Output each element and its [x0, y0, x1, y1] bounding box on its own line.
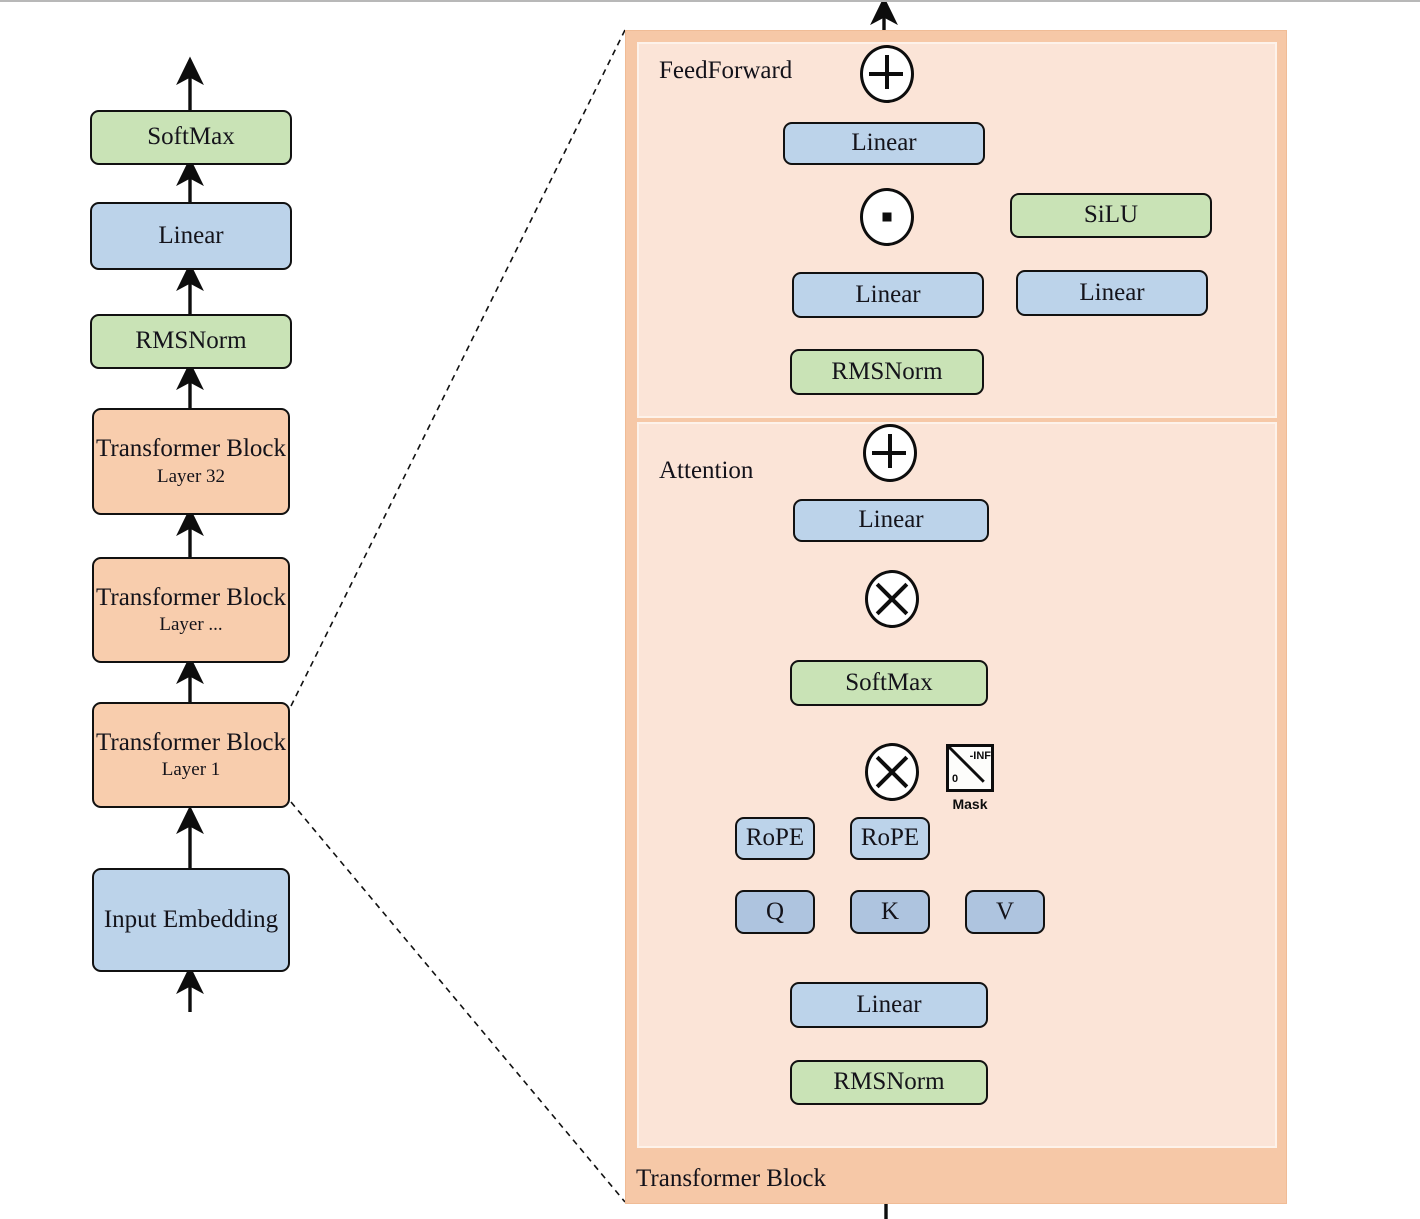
attention-add-operator[interactable]: [863, 424, 917, 482]
attention-k[interactable]: K: [850, 890, 930, 934]
feedforward-multiply-operator[interactable]: [860, 188, 914, 246]
dot-icon: [882, 212, 892, 222]
attention-mask[interactable]: -INF 0 Mask: [946, 744, 994, 812]
plus-icon: [872, 451, 906, 455]
feedforward-gate-linear[interactable]: Linear: [792, 272, 984, 318]
node-label: V: [995, 897, 1015, 925]
left-node-transformer-block-layer-32[interactable]: Transformer Block Layer 32: [92, 408, 290, 515]
node-sublabel: Layer 32: [156, 465, 226, 487]
mask-box-icon: -INF 0: [946, 744, 994, 792]
left-node-transformer-block-layer-1[interactable]: Transformer Block Layer 1: [92, 702, 290, 808]
left-node-softmax[interactable]: SoftMax: [90, 110, 292, 165]
mask-label: Mask: [952, 796, 988, 812]
left-node-linear[interactable]: Linear: [90, 202, 292, 270]
transformer-block-caption: Transformer Block: [636, 1165, 827, 1192]
node-label: RMSNorm: [831, 357, 943, 385]
attention-v[interactable]: V: [965, 890, 1045, 934]
feedforward-add-operator[interactable]: [860, 45, 914, 103]
node-label: RoPE: [745, 824, 805, 852]
node-label: SoftMax: [147, 123, 235, 151]
node-label: SoftMax: [845, 668, 933, 696]
node-sublabel: Layer ...: [159, 614, 223, 636]
left-node-rmsnorm[interactable]: RMSNorm: [90, 314, 292, 369]
node-label: Transformer Block: [95, 728, 287, 756]
attention-title: Attention: [659, 457, 754, 484]
plus-icon: [869, 72, 903, 76]
attention-qkv-linear[interactable]: Linear: [790, 982, 988, 1028]
node-label: Q: [765, 897, 785, 925]
node-label: Linear: [858, 506, 924, 534]
node-label: Transformer Block: [95, 435, 287, 463]
attention-output-linear[interactable]: Linear: [793, 499, 989, 542]
node-label: RMSNorm: [135, 327, 247, 355]
left-node-input-embedding[interactable]: Input Embedding: [92, 868, 290, 972]
attention-rmsnorm[interactable]: RMSNorm: [790, 1060, 988, 1105]
feedforward-up-linear[interactable]: Linear: [1016, 270, 1208, 316]
node-label: Linear: [158, 221, 224, 249]
feedforward-rmsnorm[interactable]: RMSNorm: [790, 349, 984, 395]
mask-upper-value: -INF: [969, 750, 991, 762]
attention-q[interactable]: Q: [735, 890, 815, 934]
node-label: Input Embedding: [103, 905, 279, 933]
node-label: RMSNorm: [833, 1068, 945, 1096]
node-label: RoPE: [860, 824, 920, 852]
mask-lower-value: 0: [952, 773, 959, 785]
node-sublabel: Layer 1: [161, 759, 221, 781]
feedforward-output-linear[interactable]: Linear: [783, 122, 985, 165]
node-label: Linear: [856, 990, 922, 1018]
attention-softmax[interactable]: SoftMax: [790, 660, 988, 706]
node-label: Transformer Block: [95, 583, 287, 611]
feedforward-silu[interactable]: SiLU: [1010, 193, 1212, 238]
attention-rope-k[interactable]: RoPE: [850, 817, 930, 860]
attention-rope-q[interactable]: RoPE: [735, 817, 815, 860]
node-label: Linear: [855, 280, 921, 308]
left-node-transformer-block-layer-dots[interactable]: Transformer Block Layer ...: [92, 557, 290, 663]
attention-qk-multiply[interactable]: [865, 743, 919, 801]
attention-score-value-multiply[interactable]: [865, 570, 919, 628]
node-label: Linear: [1079, 278, 1145, 306]
node-label: Linear: [851, 129, 917, 157]
feedforward-title: FeedForward: [659, 57, 793, 84]
node-label: SiLU: [1083, 201, 1139, 229]
node-label: K: [880, 897, 900, 925]
